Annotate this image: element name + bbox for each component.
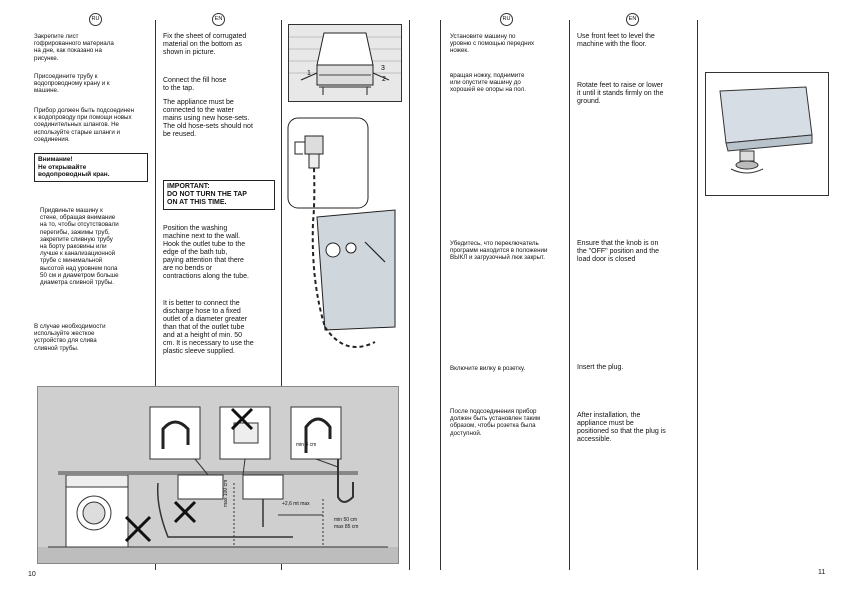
ru-text-position: Придвиньте машину к стене, обращая внима… bbox=[40, 207, 119, 287]
en-important-box: IMPORTANT: DO NOT TURN THE TAP ON AT THI… bbox=[163, 180, 275, 210]
drain-installation-diagram: min 4 cm max 100 cm +2,6 mt max min 50 c… bbox=[37, 386, 399, 564]
ru-warning-box: Внимание! Не открывайте водопроводный кр… bbox=[34, 153, 148, 182]
en-text-knob: Ensure that the knob is on the "OFF" pos… bbox=[577, 240, 660, 263]
label-max-2-6mt: +2,6 mt max bbox=[282, 501, 310, 507]
en-text-rotate: Rotate feet to raise or lower it until i… bbox=[577, 82, 664, 105]
step-3-label: 3 bbox=[381, 65, 385, 72]
column-divider bbox=[697, 20, 698, 570]
label-max-100cm: max 100 cm bbox=[223, 479, 229, 507]
ru-text-accessible: После подсоединения прибор должен быть у… bbox=[450, 408, 541, 437]
en-text-accessible: After installation, the appliance must b… bbox=[577, 412, 666, 443]
en-text-connect-hose: Connect the fill hose to the tap. bbox=[163, 77, 227, 92]
en-text-sheet: Fix the sheet of corrugated material on … bbox=[163, 33, 247, 56]
label-max-85cm: max 85 cm bbox=[334, 524, 359, 530]
language-badge-ru: RU bbox=[500, 13, 513, 26]
ru-text-drain: В случае необходимости используйте жестк… bbox=[34, 323, 106, 352]
leveling-feet-illustration bbox=[705, 72, 829, 196]
tap-hose-illustration bbox=[285, 112, 405, 362]
en-text-position: Position the washing machine next to the… bbox=[163, 225, 250, 280]
page-right-edge bbox=[409, 20, 410, 570]
label-min-50cm: min 50 cm bbox=[334, 517, 358, 523]
page-left-edge bbox=[440, 20, 441, 570]
language-badge-en: EN bbox=[626, 13, 639, 26]
en-text-plug: Insert the plug. bbox=[577, 364, 624, 371]
en-text-level: Use front feet to level the machine with… bbox=[577, 33, 655, 48]
column-divider bbox=[569, 20, 570, 570]
ru-text-level: Установите машину по уровню с помощью пе… bbox=[450, 33, 535, 55]
en-text-discharge: It is better to connect the discharge ho… bbox=[163, 300, 254, 355]
language-badge-en: EN bbox=[212, 13, 225, 26]
corrugated-sheet-illustration: 1 3 2 bbox=[288, 24, 402, 102]
ru-text-plug: Включите вилку в розетку. bbox=[450, 365, 526, 372]
page-number-left: 10 bbox=[28, 571, 36, 578]
page-number-right: 11 bbox=[818, 569, 826, 576]
step-1-label: 1 bbox=[307, 70, 311, 77]
ru-text-new-hoses: Прибор должен быть подсоединен к водопро… bbox=[34, 107, 135, 143]
column-divider bbox=[281, 20, 282, 570]
ru-text-knob: Убедитесь, что переключатель программ на… bbox=[450, 240, 548, 262]
column-divider bbox=[155, 20, 156, 570]
step-2-label: 2 bbox=[382, 76, 386, 83]
ru-text-rotate: вращая ножку, поднимите или опустите маш… bbox=[450, 72, 526, 94]
ru-text-sheet: Закрепите лист гофрированного материала … bbox=[34, 33, 114, 62]
en-text-new-hoses: The appliance must be connected to the w… bbox=[163, 99, 253, 138]
label-min-4cm: min 4 cm bbox=[296, 442, 317, 448]
ru-text-connect-hose: Присоедините трубу к водопроводному кран… bbox=[34, 73, 110, 95]
language-badge-ru: RU bbox=[89, 13, 102, 26]
